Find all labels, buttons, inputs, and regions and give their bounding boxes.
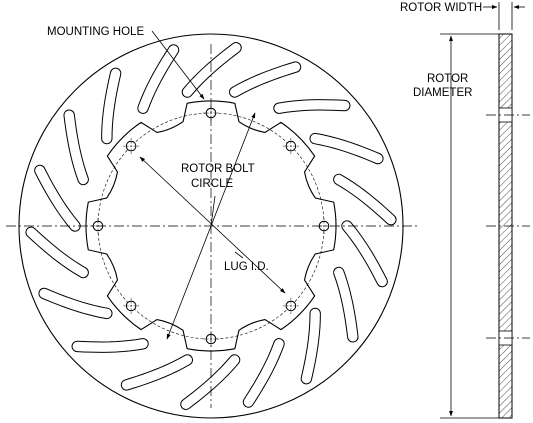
mounting-hole-centermark — [282, 297, 299, 314]
rotor-side-view — [440, 2, 530, 419]
rotor-bolt-circle-label-line2: CIRCLE — [191, 178, 234, 190]
mounting-hole-centermark — [123, 138, 140, 155]
cooling-slot — [137, 44, 180, 114]
cooling-slot — [101, 67, 122, 145]
cooling-slot — [181, 42, 242, 98]
cooling-slot — [341, 220, 388, 288]
mounting-hole-label: MOUNTING HOLE — [47, 26, 144, 38]
cooling-slot — [71, 338, 149, 353]
lug-id-leader — [234, 251, 244, 259]
cooling-slot — [242, 338, 285, 408]
cooling-slot — [333, 266, 359, 343]
cooling-slot — [309, 132, 384, 165]
lug-id-label: LUG I.D. — [224, 261, 269, 273]
mounting-hole-centermark — [123, 297, 140, 314]
cooling-slot — [228, 61, 302, 98]
mounting-hole-leader — [151, 30, 205, 100]
rotor-bolt-circle-label: ROTOR BOLT — [181, 163, 255, 175]
cooling-slot — [120, 354, 194, 391]
rotor-diameter-label: ROTOR — [427, 73, 468, 85]
cooling-slot — [34, 164, 81, 232]
rotor-front-view — [6, 33, 418, 419]
mounting-hole-centermark — [316, 218, 332, 234]
lug-id-dimension-line — [139, 156, 286, 294]
callouts — [139, 30, 286, 340]
cooling-slot — [63, 109, 89, 186]
cooling-slot — [180, 354, 241, 410]
cooling-slot — [25, 226, 89, 279]
cooling-slots — [25, 42, 397, 410]
cooling-slot — [300, 307, 321, 385]
cooling-slot — [273, 99, 351, 114]
mounting-hole-centermark — [282, 138, 299, 155]
rotor-diameter-label-line2: DIAMETER — [413, 87, 472, 99]
rotor-width-label: ROTOR WIDTH — [400, 2, 482, 14]
hub-cutout-outline — [85, 100, 337, 352]
cooling-slot — [38, 287, 113, 320]
cooling-slot — [333, 173, 397, 226]
